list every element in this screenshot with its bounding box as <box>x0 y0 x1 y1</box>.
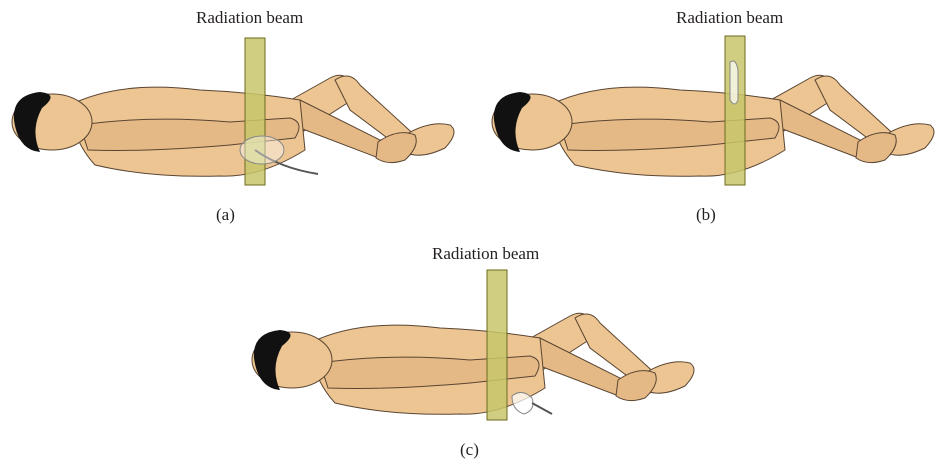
patient-illustration-b <box>480 0 937 205</box>
foot-2 <box>616 371 656 401</box>
sub-label-a: (a) <box>216 205 235 225</box>
balloon-tube <box>532 403 552 414</box>
patient-body <box>252 313 694 414</box>
balloon-anterior <box>730 61 738 104</box>
foot-2 <box>376 133 416 163</box>
panel-a: Radiation beam (a) <box>0 0 470 230</box>
patient-illustration-a <box>0 0 470 205</box>
balloon-posterior <box>512 392 533 414</box>
sub-label-c: (c) <box>460 440 479 460</box>
patient-body <box>12 75 454 176</box>
patient-body <box>492 75 934 176</box>
panel-c: Radiation beam (c) <box>240 238 710 468</box>
patient-illustration-c <box>240 238 710 443</box>
panel-b: Radiation beam (b) <box>480 0 937 230</box>
balloon <box>240 136 284 164</box>
foot-2 <box>856 133 896 163</box>
radiation-beam <box>487 270 507 420</box>
radiation-beam <box>725 36 745 185</box>
sub-label-b: (b) <box>696 205 716 225</box>
